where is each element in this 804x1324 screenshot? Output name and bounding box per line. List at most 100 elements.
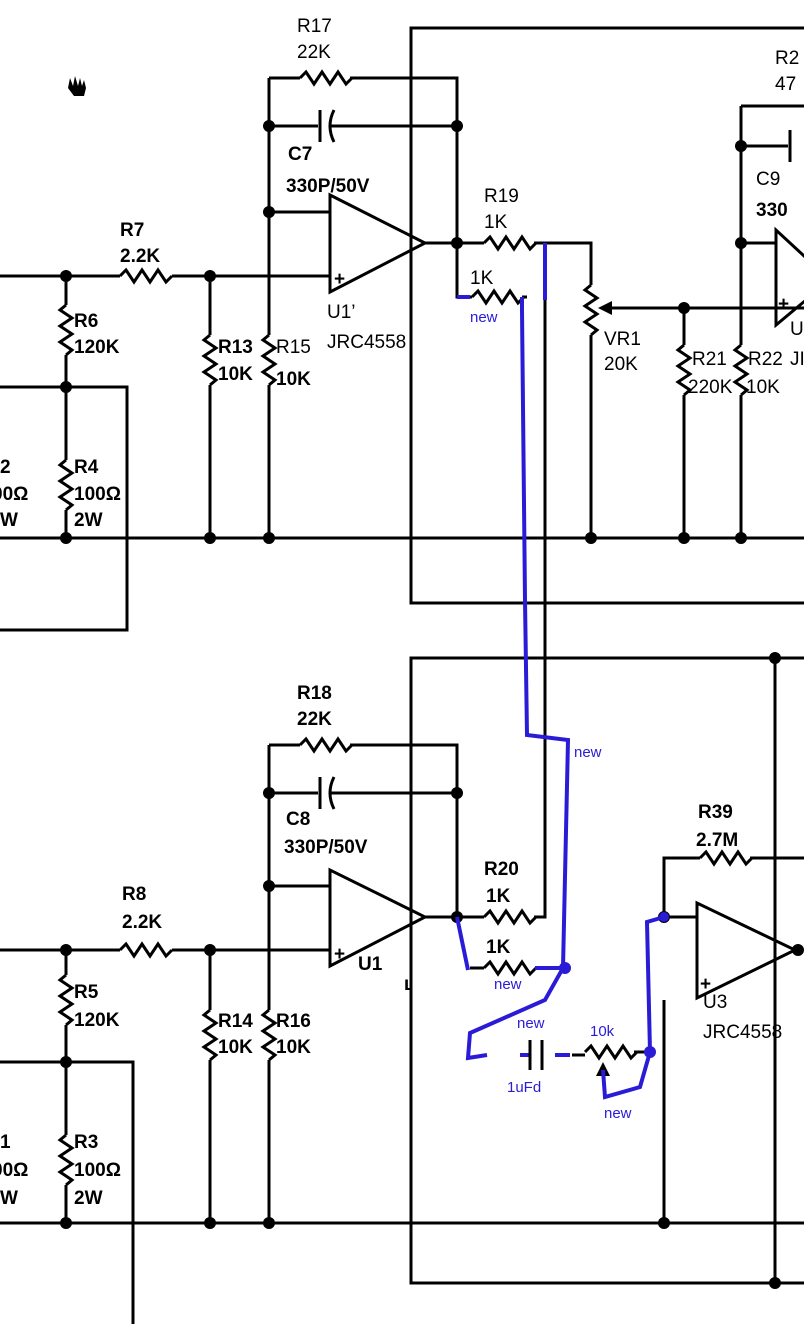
new-1k-resistor-top <box>470 288 526 306</box>
label-c8-value: 330P/50V <box>284 837 368 858</box>
svg-text:+: + <box>700 974 711 995</box>
new-10k-potentiometer <box>583 1043 639 1061</box>
annotation-pot-value: 10k <box>590 1023 615 1040</box>
label-r39-name: R39 <box>698 802 733 823</box>
annotation-new-top: new <box>470 309 498 326</box>
r22-resistor <box>732 343 750 397</box>
r14-resistor <box>201 1008 219 1062</box>
annotation-new-mid: new <box>574 744 602 761</box>
r8-resistor <box>118 941 174 959</box>
bottom-section-box <box>409 656 804 1285</box>
r7-resistor <box>118 267 174 285</box>
label-u3-part: JRC4558 <box>703 1022 782 1043</box>
label-r21-name: R21 <box>692 349 727 370</box>
r6-resistor <box>57 303 75 357</box>
label-u3: U3 <box>703 992 727 1013</box>
new-1k-resistor-bottom <box>482 959 538 977</box>
label-c9-name: C9 <box>756 169 780 190</box>
label-vr1-value: 20K <box>604 354 638 375</box>
label-u1: U1 <box>358 954 383 975</box>
r15-resistor <box>260 333 278 387</box>
label-c7-value: 330P/50V <box>286 176 370 197</box>
label-r19-value: 1K <box>484 212 508 233</box>
label-r13-value: 10K <box>218 364 253 385</box>
u1-prime-opamp <box>328 192 429 295</box>
annotation-new-bottom-res: new <box>494 976 522 993</box>
r17-resistor <box>298 69 354 87</box>
label-r3-watt: 2W <box>74 1188 103 1209</box>
r18-resistor <box>298 736 354 754</box>
label-r4-watt: 2W <box>74 510 103 531</box>
label-r22-name: R22 <box>748 349 783 370</box>
r16-resistor <box>260 1008 278 1062</box>
r20-resistor <box>482 908 538 926</box>
label-r13-name: R13 <box>218 337 253 358</box>
label-r18-name: R18 <box>297 683 332 704</box>
label-r22-value: 10K <box>746 377 780 398</box>
label-r16-name: R16 <box>276 1011 311 1032</box>
label-r18-value: 22K <box>297 709 332 730</box>
label-r1-watt-partial: W <box>0 1188 18 1209</box>
annotation-cap-value: 1uFd <box>507 1079 541 1096</box>
label-r2x-name: R2 <box>775 48 799 69</box>
label-u2-part-partial: JI <box>790 349 804 370</box>
svg-text:+: + <box>778 294 789 315</box>
label-vr1-name: VR1 <box>604 329 641 350</box>
label-u1-prime-part: JRC4558 <box>327 332 406 353</box>
label-r8-name: R8 <box>122 884 146 905</box>
u3-opamp <box>695 900 799 1001</box>
label-r4-value: 100Ω <box>74 484 121 505</box>
label-r2-partial: 2 <box>0 457 11 478</box>
hand-cursor-icon <box>68 76 86 96</box>
label-r14-value: 10K <box>218 1037 253 1058</box>
label-u2-partial: U <box>790 319 804 340</box>
svg-text:ʟ: ʟ <box>404 974 413 995</box>
label-r6-value: 120K <box>74 337 120 358</box>
label-r39-value: 2.7M <box>696 830 738 851</box>
blue-mod-wire-5 <box>601 915 665 1100</box>
label-r2-value-partial: 00Ω <box>0 484 28 505</box>
label-new-1k-top: 1K <box>470 268 494 289</box>
u2-opamp-partial <box>774 226 804 329</box>
label-r16-value: 10K <box>276 1037 311 1058</box>
vr1-potentiometer <box>582 283 600 337</box>
label-r5-name: R5 <box>74 982 99 1003</box>
label-r3-value: 100Ω <box>74 1160 121 1181</box>
annotation-new-cap: new <box>517 1015 545 1032</box>
label-c8-name: C8 <box>286 809 310 830</box>
r5-resistor <box>57 973 75 1027</box>
label-r8-value: 2.2K <box>122 912 162 933</box>
blue-mod-wire-2 <box>520 297 571 969</box>
label-r4-name: R4 <box>74 457 99 478</box>
label-r17-name: R17 <box>297 16 332 37</box>
label-r7-name: R7 <box>120 220 144 241</box>
label-r2x-value: 47 <box>775 74 796 95</box>
label-r7-value: 2.2K <box>120 246 160 267</box>
label-r6-name: R6 <box>74 311 98 332</box>
label-r5-value: 120K <box>74 1010 120 1031</box>
label-r3-name: R3 <box>74 1132 98 1153</box>
label-c7-name: C7 <box>288 144 312 165</box>
label-r15-name: R15 <box>276 337 311 358</box>
label-r1-value-partial: 00Ω <box>0 1160 28 1181</box>
r13-resistor <box>201 333 219 387</box>
svg-text:+: + <box>334 269 345 290</box>
blue-mod-wire-3 <box>455 916 470 971</box>
label-u1-prime: U1’ <box>327 302 356 323</box>
label-new-1k-bottom: 1K <box>486 937 511 958</box>
r39-resistor <box>698 849 754 867</box>
label-r20-name: R20 <box>484 859 519 880</box>
label-r15-value: 10K <box>276 369 311 390</box>
label-r20-value: 1K <box>486 886 511 907</box>
label-r1-partial: 1 <box>0 1132 11 1153</box>
label-r19-name: R19 <box>484 186 519 207</box>
r4-resistor <box>57 458 75 512</box>
r21-resistor <box>675 343 693 397</box>
r3-resistor <box>57 1133 75 1187</box>
blue-mod-wire-4 <box>465 966 567 1061</box>
r19-resistor <box>482 234 538 252</box>
u1-opamp <box>328 867 429 969</box>
svg-text:+: + <box>334 944 345 965</box>
top-section-box <box>409 26 804 605</box>
